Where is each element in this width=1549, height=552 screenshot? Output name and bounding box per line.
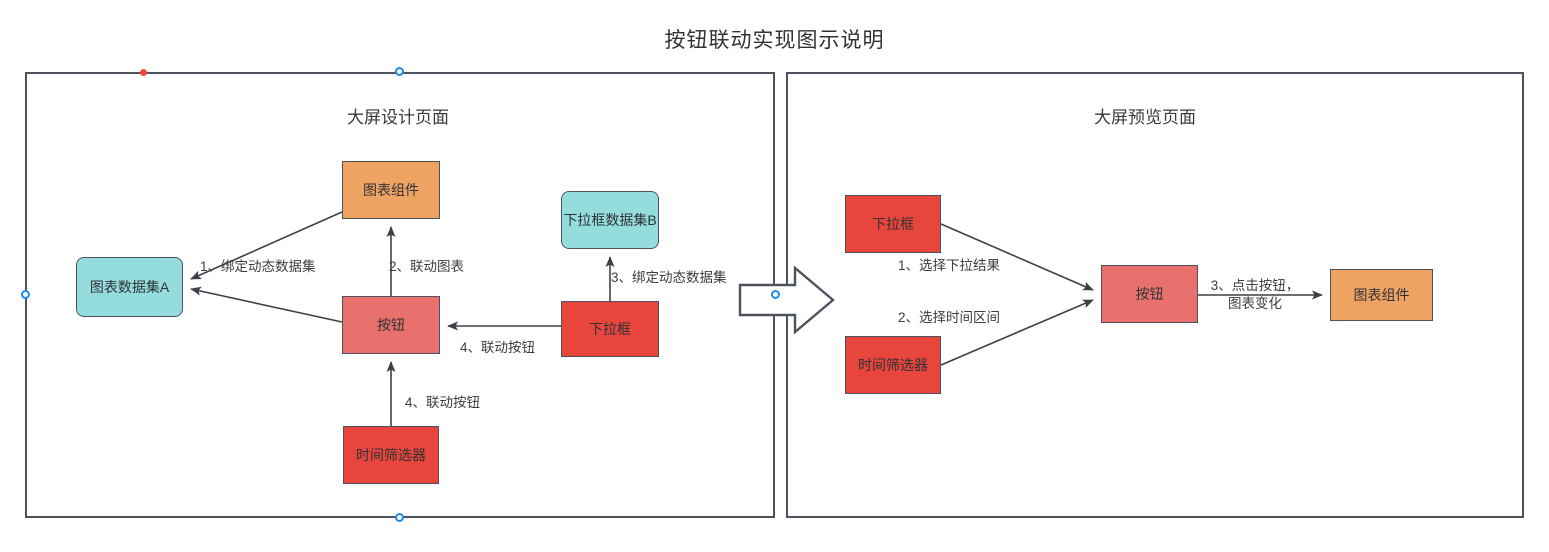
node-time-filter-right[interactable]: 时间筛选器 bbox=[845, 336, 941, 394]
edge-label-link-chart: 2、联动图表 bbox=[389, 259, 465, 274]
edge-r-dropdown-to-button bbox=[940, 223, 1094, 291]
node-chart-component-right[interactable]: 图表组件 bbox=[1330, 269, 1433, 321]
node-button-left[interactable]: 按钮 bbox=[342, 296, 440, 354]
panel-preview-page-title: 大屏预览页面 bbox=[1094, 108, 1196, 127]
edge-label-link-button-dropdown: 4、联动按钮 bbox=[460, 340, 536, 355]
node-dropdown-dataset-b[interactable]: 下拉框数据集B bbox=[561, 191, 659, 249]
edge-label-select-dropdown-result: 1、选择下拉结果 bbox=[898, 258, 1001, 273]
page-title: 按钮联动实现图示说明 bbox=[664, 29, 885, 52]
edge-r-timefilter-to-button bbox=[940, 299, 1094, 366]
node-time-filter-left[interactable]: 时间筛选器 bbox=[343, 426, 439, 484]
node-chart-dataset-a[interactable]: 图表数据集A bbox=[76, 257, 183, 317]
panel-design-page-title: 大屏设计页面 bbox=[347, 108, 449, 127]
handle-left[interactable] bbox=[21, 290, 30, 299]
handle-top[interactable] bbox=[395, 67, 404, 76]
edge-button-to-datasetA bbox=[190, 286, 343, 323]
edge-label-link-button-timefilter: 4、联动按钮 bbox=[405, 395, 481, 410]
handle-bottom[interactable] bbox=[395, 513, 404, 522]
edge-label-bind-dynamic-dataset-3: 3、绑定动态数据集 bbox=[611, 270, 727, 285]
edge-label-bind-dynamic-dataset-1: 1、绑定动态数据集 bbox=[200, 259, 316, 274]
node-dropdown-left[interactable]: 下拉框 bbox=[561, 301, 659, 357]
handle-middle[interactable] bbox=[771, 290, 780, 299]
node-dropdown-right[interactable]: 下拉框 bbox=[845, 195, 941, 253]
block-arrow-right-icon bbox=[738, 265, 835, 335]
edge-label-select-time-range: 2、选择时间区间 bbox=[898, 310, 1001, 325]
edge-chartcomp-to-datasetA bbox=[190, 211, 343, 280]
handle-top-red[interactable] bbox=[140, 69, 147, 76]
edge-label-click-button-chart-change: 3、点击按钮，图表变化 bbox=[1210, 278, 1300, 311]
node-chart-component-left[interactable]: 图表组件 bbox=[342, 161, 440, 219]
node-button-right[interactable]: 按钮 bbox=[1101, 265, 1198, 323]
